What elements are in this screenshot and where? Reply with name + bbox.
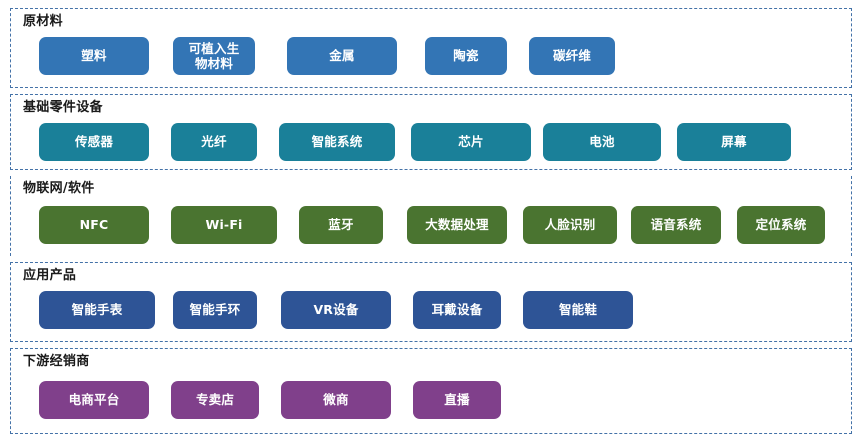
node-application-products-1[interactable]: 智能手环 — [173, 291, 257, 329]
node-label: 智能鞋 — [558, 302, 598, 317]
node-label: Wi-Fi — [205, 217, 243, 232]
node-label: VR设备 — [313, 302, 359, 317]
node-label: 陶瓷 — [453, 48, 479, 63]
node-application-products-2[interactable]: VR设备 — [281, 291, 391, 329]
node-basic-parts-equipment-0[interactable]: 传感器 — [39, 123, 149, 161]
node-label: 屏幕 — [721, 134, 747, 149]
node-row-raw-materials: 塑料 可植入生物材料 金属 陶瓷 碳纤维 — [21, 37, 845, 75]
node-label: 专卖店 — [195, 392, 235, 407]
node-downstream-distributors-0[interactable]: 电商平台 — [39, 381, 149, 419]
node-iot-software-1[interactable]: Wi-Fi — [171, 206, 277, 244]
node-label: 塑料 — [81, 48, 107, 63]
node-label: 金属 — [329, 48, 355, 63]
tier-downstream-distributors: 下游经销商电商平台 专卖店 微商 直播 — [10, 348, 852, 434]
node-iot-software-6[interactable]: 定位系统 — [737, 206, 825, 244]
node-downstream-distributors-1[interactable]: 专卖店 — [171, 381, 259, 419]
node-label: 智能手环 — [189, 302, 241, 317]
node-iot-software-3[interactable]: 大数据处理 — [407, 206, 507, 244]
tier-title-downstream-distributors: 下游经销商 — [23, 354, 90, 369]
node-label: 耳戴设备 — [431, 302, 483, 317]
node-basic-parts-equipment-4[interactable]: 电池 — [543, 123, 661, 161]
node-label: 芯片 — [458, 134, 484, 149]
node-row-application-products: 智能手表 智能手环 VR设备 耳戴设备 智能鞋 — [21, 291, 845, 329]
node-label: NFC — [79, 217, 109, 232]
node-label: 电池 — [589, 134, 615, 149]
tier-raw-materials: 原材料塑料 可植入生物材料 金属 陶瓷 碳纤维 — [10, 8, 852, 88]
tier-title-raw-materials: 原材料 — [23, 14, 63, 29]
node-label: 电商平台 — [68, 392, 120, 407]
node-downstream-distributors-2[interactable]: 微商 — [281, 381, 391, 419]
node-raw-materials-0[interactable]: 塑料 — [39, 37, 149, 75]
node-label: 蓝牙 — [328, 217, 354, 232]
node-label: 语音系统 — [650, 217, 702, 232]
node-label: 定位系统 — [755, 217, 807, 232]
node-row-basic-parts-equipment: 传感器 光纤 智能系统 芯片 电池 屏幕 — [21, 123, 845, 161]
node-label: 人脸识别 — [544, 217, 596, 232]
node-label: 大数据处理 — [425, 217, 489, 232]
node-label: 光纤 — [201, 134, 227, 149]
tier-iot-software: 物联网/软件 NFC Wi-Fi 蓝牙 大数据处理 人脸识别 语音系统 定位系统 — [10, 176, 852, 256]
tier-application-products: 应用产品智能手表 智能手环 VR设备 耳戴设备 智能鞋 — [10, 262, 852, 342]
node-label: 直播 — [444, 392, 470, 407]
node-downstream-distributors-3[interactable]: 直播 — [413, 381, 501, 419]
node-label: 智能系统 — [311, 134, 363, 149]
tier-title-iot-software: 物联网/软件 — [23, 181, 95, 196]
tier-title-basic-parts-equipment: 基础零件设备 — [23, 100, 103, 115]
node-label: 可植入生物材料 — [188, 41, 240, 71]
node-row-iot-software: NFC Wi-Fi 蓝牙 大数据处理 人脸识别 语音系统 定位系统 — [21, 206, 845, 244]
node-application-products-0[interactable]: 智能手表 — [39, 291, 155, 329]
tier-basic-parts-equipment: 基础零件设备传感器 光纤 智能系统 芯片 电池 屏幕 — [10, 94, 852, 170]
node-application-products-4[interactable]: 智能鞋 — [523, 291, 633, 329]
node-label: 传感器 — [74, 134, 114, 149]
node-basic-parts-equipment-1[interactable]: 光纤 — [171, 123, 257, 161]
node-raw-materials-3[interactable]: 陶瓷 — [425, 37, 507, 75]
node-label: 碳纤维 — [552, 48, 592, 63]
node-application-products-3[interactable]: 耳戴设备 — [413, 291, 501, 329]
node-basic-parts-equipment-3[interactable]: 芯片 — [411, 123, 531, 161]
node-row-downstream-distributors: 电商平台 专卖店 微商 直播 — [21, 381, 845, 419]
node-iot-software-0[interactable]: NFC — [39, 206, 149, 244]
node-label: 微商 — [323, 392, 349, 407]
node-iot-software-4[interactable]: 人脸识别 — [523, 206, 617, 244]
node-raw-materials-4[interactable]: 碳纤维 — [529, 37, 615, 75]
node-label: 智能手表 — [71, 302, 123, 317]
node-basic-parts-equipment-5[interactable]: 屏幕 — [677, 123, 791, 161]
node-raw-materials-1[interactable]: 可植入生物材料 — [173, 37, 255, 75]
node-basic-parts-equipment-2[interactable]: 智能系统 — [279, 123, 395, 161]
node-iot-software-2[interactable]: 蓝牙 — [299, 206, 383, 244]
node-raw-materials-2[interactable]: 金属 — [287, 37, 397, 75]
node-iot-software-5[interactable]: 语音系统 — [631, 206, 721, 244]
tier-title-application-products: 应用产品 — [23, 268, 77, 283]
